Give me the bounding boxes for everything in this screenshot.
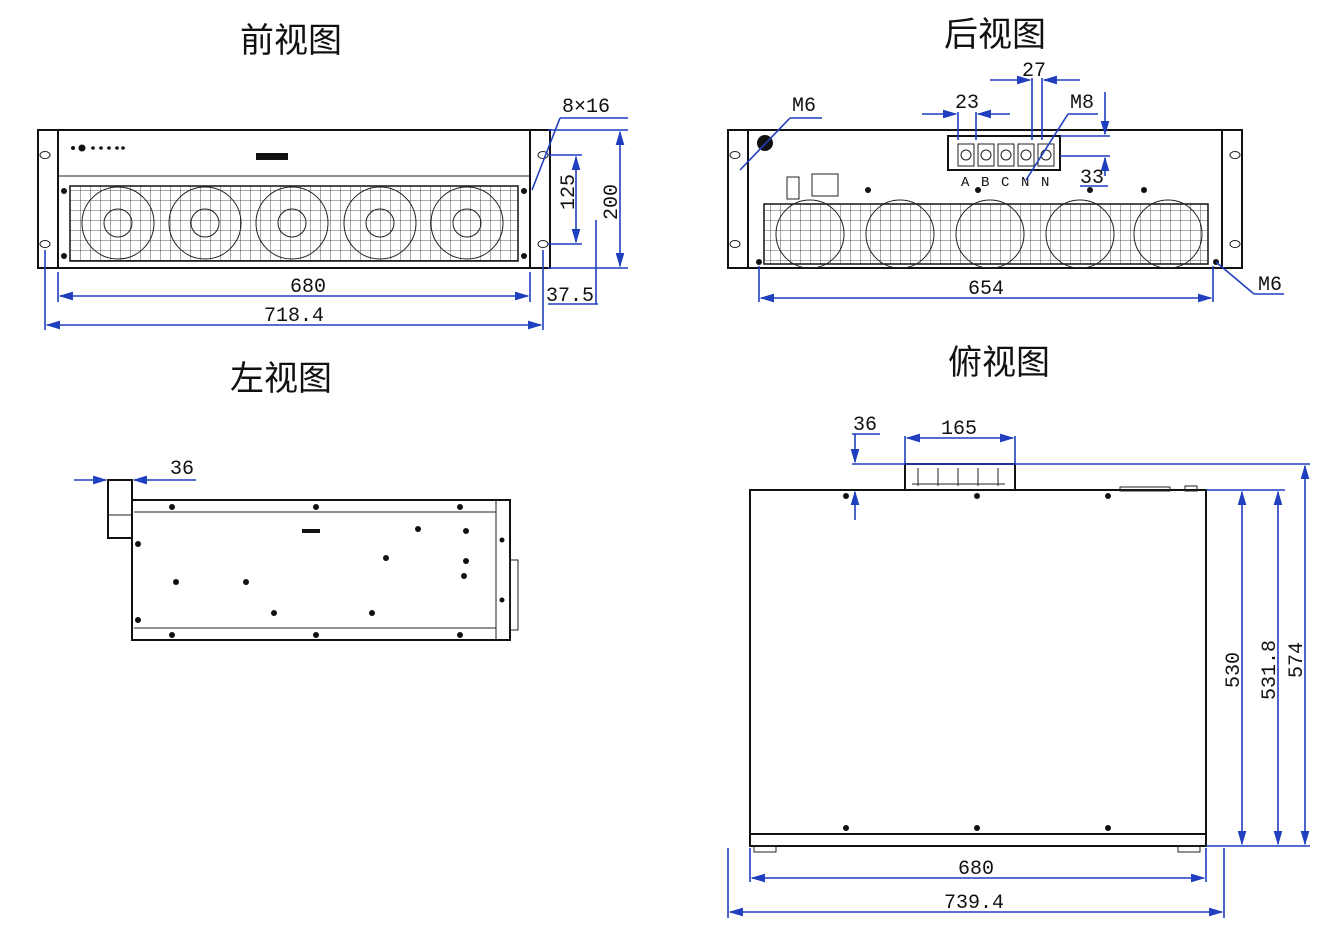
front-indicator-leds [71, 144, 125, 152]
rear-view: 后视图 A B C N N [727, 15, 1284, 303]
dim-27: 27 [1022, 60, 1046, 83]
dim-125: 125 [558, 174, 581, 210]
front-view: 前视图 [37, 21, 628, 330]
left-dimensions: 36 [74, 458, 196, 485]
rear-fans [775, 199, 1203, 269]
dim-200: 200 [601, 184, 624, 220]
dim-m6-top: M6 [792, 95, 816, 118]
dim-23: 23 [955, 92, 979, 115]
rear-connector-2 [811, 173, 839, 197]
dim-33: 33 [1080, 167, 1104, 190]
dim-680-top: 680 [958, 858, 994, 881]
top-dimensions: 36 165 530 531.8 574 680 739.4 [727, 414, 1310, 918]
left-screw-holes [135, 504, 505, 638]
terminal-b-label: B [981, 175, 989, 191]
top-view-title: 俯视图 [948, 343, 1050, 383]
front-panel [57, 129, 531, 269]
dim-m8: M8 [1070, 92, 1094, 115]
dim-654: 654 [968, 278, 1004, 301]
front-view-title: 前视图 [240, 21, 342, 61]
dim-36-top: 36 [853, 414, 877, 437]
top-chassis [749, 489, 1207, 835]
left-view-title: 左视图 [230, 359, 332, 399]
front-nameplate [256, 153, 288, 160]
left-view: 左视图 36 [74, 359, 519, 641]
top-front-panel [749, 833, 1207, 847]
dim-680-front: 680 [290, 276, 326, 299]
dim-574: 574 [1286, 642, 1309, 678]
left-side-panel [131, 499, 511, 641]
rear-connector-1 [786, 176, 800, 200]
terminal-a-label: A [961, 175, 970, 191]
dim-8x16: 8×16 [562, 96, 610, 119]
terminal-n1-label: N [1021, 175, 1029, 191]
rear-view-title: 后视图 [944, 15, 1046, 55]
terminal-n2-label: N [1041, 175, 1049, 191]
top-screw-holes [843, 493, 1111, 831]
dim-m6-bottom: M6 [1258, 274, 1282, 297]
front-dimensions: 680 718.4 8×16 125 200 37.5 [44, 96, 628, 330]
terminal-c-label: C [1001, 175, 1009, 191]
front-fan-grill [69, 185, 519, 262]
dim-531-8: 531.8 [1259, 640, 1282, 700]
left-handle [107, 479, 133, 539]
rear-dimensions: M6 23 27 M8 33 654 M6 [739, 60, 1284, 303]
rear-terminal-block: A B C N N [947, 135, 1061, 191]
dim-718-4: 718.4 [264, 305, 324, 328]
dim-36-left: 36 [170, 458, 194, 481]
dim-530: 530 [1223, 652, 1246, 688]
dim-739-4: 739.4 [944, 892, 1004, 915]
front-fans [81, 186, 504, 260]
top-view: 俯视图 36 165 [727, 343, 1310, 918]
dim-37-5: 37.5 [546, 285, 594, 308]
dim-165: 165 [941, 418, 977, 441]
